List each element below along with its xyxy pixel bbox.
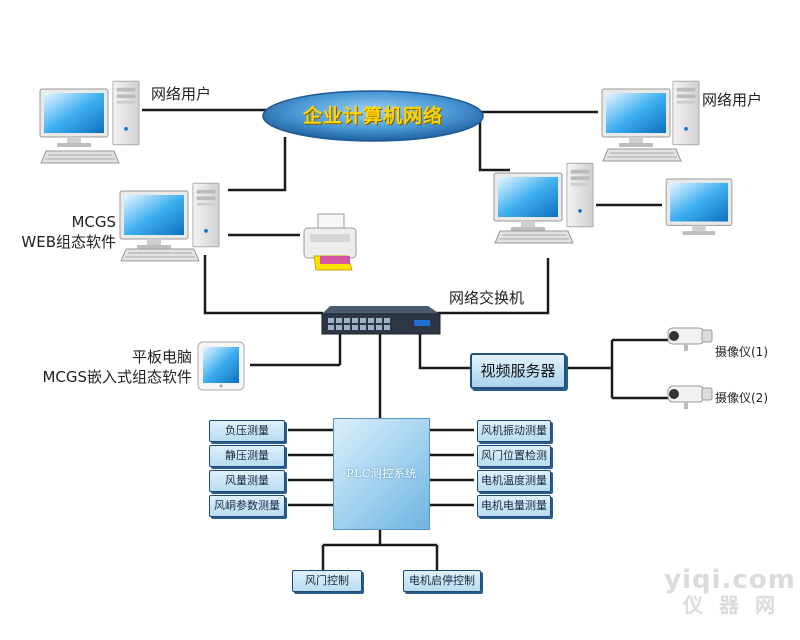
link-network-to-mcgs-web	[228, 137, 287, 192]
camera-2-label: 摄像仪(2)	[715, 391, 768, 405]
link-network-to-switch-right	[478, 117, 510, 172]
plc-system-box: PLC测控系统	[333, 418, 430, 530]
left-user-pc-icon	[39, 80, 140, 164]
link-plc-right-bus	[428, 428, 474, 507]
control-box-motor-start-stop: 电机启停控制	[403, 570, 481, 592]
link-mcgs-to-switch	[203, 255, 323, 315]
right-user-pc-icon	[601, 80, 700, 162]
network-switch-label: 网络交换机	[449, 289, 525, 307]
measure-box-motor-power: 电机电量测量	[477, 495, 551, 517]
camera-2-icon	[667, 385, 713, 410]
network-switch-icon	[321, 306, 441, 335]
link-switch-to-video-server	[418, 334, 470, 370]
measure-box-air-volume: 风量测量	[209, 470, 285, 492]
enterprise-network-title: 企业计算机网络	[302, 105, 443, 127]
watermark-line2: 仪器网	[683, 593, 791, 617]
tablet-label-line2: MCGS嵌入式组态软件	[42, 368, 192, 386]
far-right-monitor-icon	[665, 178, 733, 236]
link-plc-left-bus	[288, 428, 333, 507]
mcgs-web-label-line2: WEB组态软件	[21, 233, 116, 251]
link-right-pc-to-switch	[437, 258, 550, 315]
network-user-left-label: 网络用户	[151, 85, 212, 103]
measure-box-damper-position: 风门位置检测	[477, 445, 551, 467]
control-box-damper: 风门控制	[292, 570, 362, 592]
mcgs-web-pc-icon	[119, 182, 220, 262]
printer-icon	[303, 213, 357, 271]
measure-box-motor-temperature: 电机温度测量	[477, 470, 551, 492]
link-video-to-cameras	[562, 338, 670, 400]
camera-1-label: 摄像仪(1)	[715, 345, 768, 359]
tablet-icon	[197, 341, 245, 391]
link-plc-to-controls	[321, 528, 439, 570]
measure-box-static-pressure: 静压测量	[209, 445, 285, 467]
right-mid-pc-icon	[493, 162, 594, 244]
watermark-line1: yiqi.com	[664, 565, 796, 595]
enterprise-network-ellipse	[262, 90, 484, 142]
measure-box-airway-params: 风峒参数测量	[209, 495, 285, 517]
measure-box-negative-pressure: 负压测量	[209, 420, 285, 442]
connector-lines	[142, 108, 670, 570]
watermark: yiqi.com 仪器网	[660, 566, 800, 616]
network-user-right-label: 网络用户	[702, 91, 763, 109]
camera-1-icon	[667, 327, 713, 352]
measure-box-fan-vibration: 风机振动测量	[477, 420, 551, 442]
mcgs-web-label-line1: MCGS	[71, 213, 116, 231]
tablet-label-line1: 平板电脑	[131, 348, 192, 366]
video-server-box: 视频服务器	[470, 353, 566, 389]
